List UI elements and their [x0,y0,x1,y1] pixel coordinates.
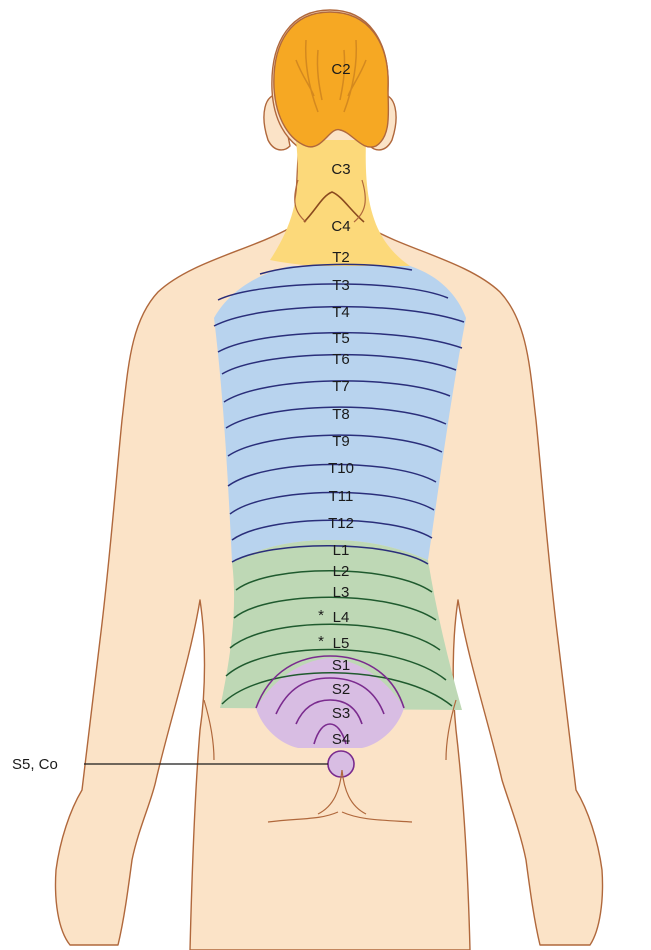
back-zones [84,263,466,778]
label-l5: L5 [333,635,350,652]
c2-zone [273,11,390,148]
label-t5: T5 [332,330,350,347]
sacral-boundary-lines [255,655,405,745]
left-ear [263,94,291,151]
label-t10: T10 [328,460,354,477]
label-c2: C2 [331,61,350,78]
label-s5-co: S5, Co [12,756,58,773]
label-s3: S3 [332,705,350,722]
label-s2: S2 [332,681,350,698]
dermatome-labels: C2 C3 C4 T2 T3 T4 T5 T6 T7 T8 T9 T10 T11… [12,61,354,773]
label-t2: T2 [332,249,350,266]
thoracic-boundary-lines [213,263,465,565]
sacral-zone [256,658,404,748]
asterisk-l4: * [318,607,324,624]
label-l2: L2 [333,563,350,580]
label-s1: S1 [332,657,350,674]
scalp-vessels [295,39,367,113]
label-t11: T11 [329,488,354,505]
label-l1: L1 [333,542,350,559]
anatomic-detail-lines [203,179,457,823]
label-t4: T4 [332,304,350,321]
c3-c4-border [303,191,365,223]
label-l3: L3 [333,584,350,601]
lumbar-boundary-lines [221,570,453,707]
asterisk-l5: * [318,633,324,650]
label-t6: T6 [332,351,350,368]
label-t12: T12 [328,515,354,532]
label-t8: T8 [332,406,350,423]
c3-c4-zone [270,140,410,268]
s5-co-zone [327,750,355,778]
label-t3: T3 [332,277,350,294]
label-t7: T7 [332,378,350,395]
label-t9: T9 [332,433,350,450]
label-s4: S4 [332,731,350,748]
label-c3: C3 [331,161,350,178]
label-c4: C4 [331,218,350,235]
thoracic-zone [214,266,466,562]
label-l4: L4 [333,609,350,626]
cervical-zones [270,11,410,268]
